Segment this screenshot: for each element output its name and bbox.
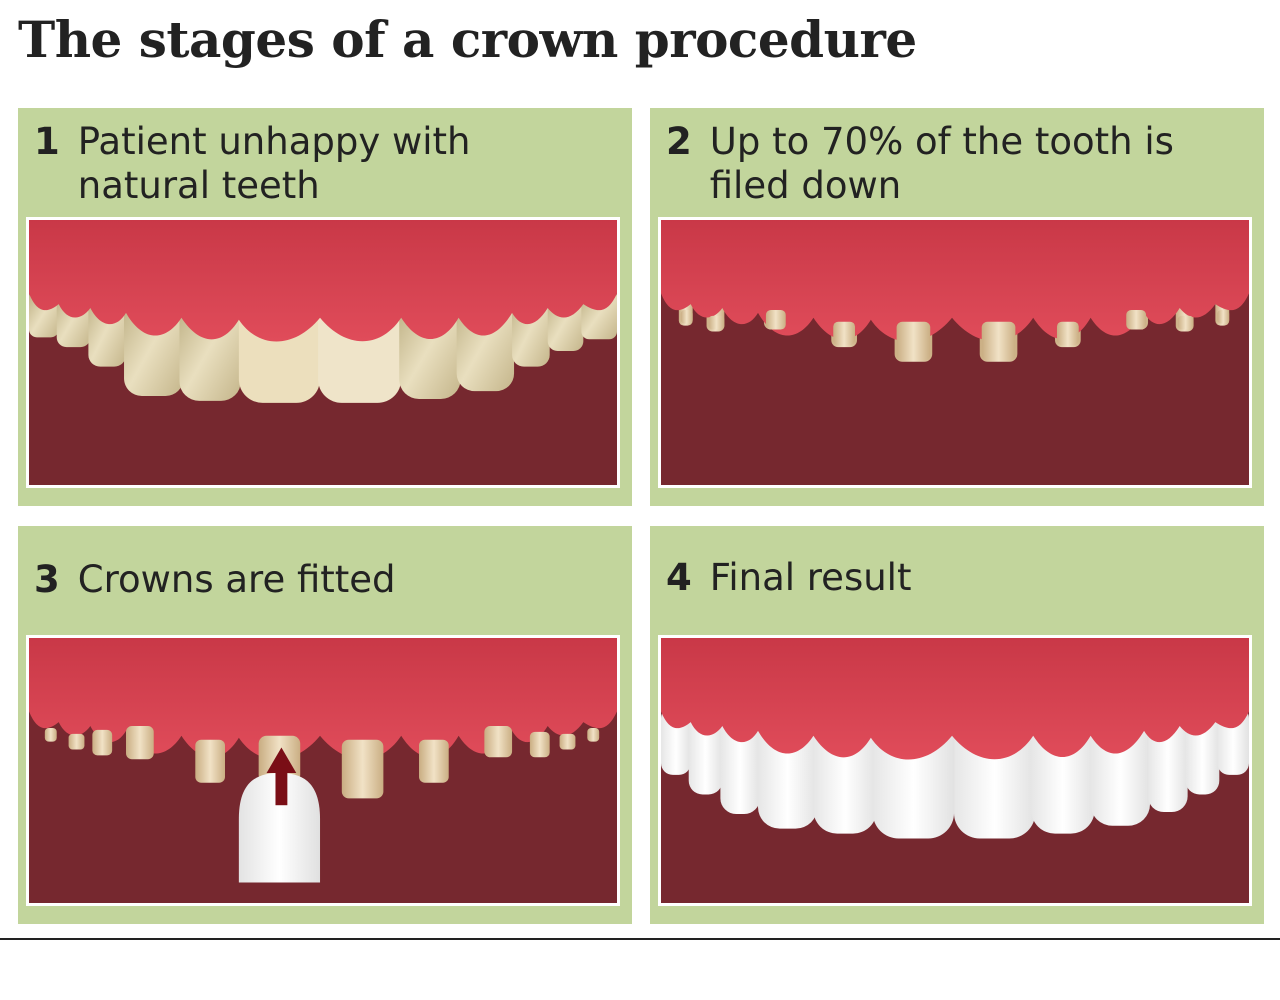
white-crowns-illustration: [658, 635, 1252, 906]
stage-caption-text: Patient unhappy with natural teeth: [77, 120, 471, 207]
stage-caption-text: Final result: [709, 556, 912, 599]
crown-fitting-illustration: [26, 635, 620, 906]
natural-teeth-illustration: [26, 217, 620, 488]
gum-line: [29, 220, 617, 342]
up-arrow-icon: [266, 747, 297, 806]
stage-caption-text: Up to 70% of the tooth is filed down: [709, 120, 1174, 207]
crown-cap: [238, 772, 321, 883]
stage-caption-1: 1 Patient unhappy with natural teeth: [34, 120, 614, 208]
teeth-drawing: [29, 220, 617, 403]
gum-line: [29, 638, 617, 760]
stage-number: 2: [666, 120, 692, 163]
stage-panel-4: 4 Final result: [650, 526, 1264, 924]
gum-line: [661, 220, 1249, 342]
stage-panel-3: 3 Crowns are fitted: [18, 526, 632, 924]
page-title: The stages of a crown procedure: [18, 10, 917, 69]
stage-number: 3: [34, 558, 60, 601]
stage-caption-text: Crowns are fitted: [77, 558, 396, 601]
visible-stub-tips: [680, 309, 1230, 361]
footer-divider: [0, 938, 1280, 940]
stage-caption-4: 4 Final result: [666, 556, 1246, 600]
stage-panel-1: 1 Patient unhappy with natural teeth: [18, 108, 632, 506]
filed-teeth-illustration: [658, 217, 1252, 488]
stage-caption-3: 3 Crowns are fitted: [34, 558, 614, 602]
teeth-drawing: [29, 638, 617, 883]
stage-panel-2: 2 Up to 70% of the tooth is filed down: [650, 108, 1264, 506]
stage-number: 4: [666, 556, 692, 599]
stage-number: 1: [34, 120, 60, 163]
teeth-drawing: [661, 638, 1249, 839]
gum-line: [661, 638, 1249, 760]
teeth-drawing: [661, 220, 1249, 362]
stage-caption-2: 2 Up to 70% of the tooth is filed down: [666, 120, 1246, 208]
